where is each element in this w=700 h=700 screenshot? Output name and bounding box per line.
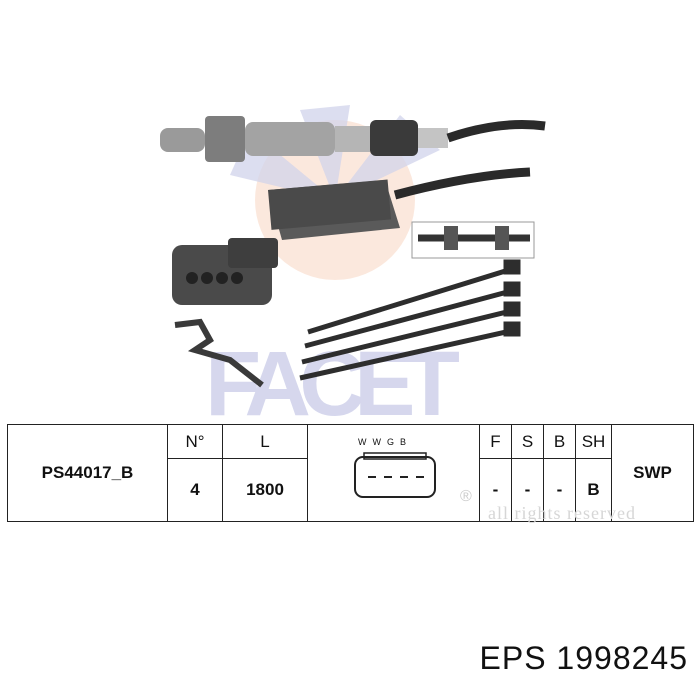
spec-table: PS44017_B N° L WWGB F S B SH SWP 4 1800 … bbox=[7, 424, 694, 522]
connector-pins-label: WWGB bbox=[358, 437, 412, 447]
value-b: - bbox=[543, 458, 576, 522]
footer-label: EPS 1998245 bbox=[480, 640, 689, 677]
footer-number: 1998245 bbox=[556, 640, 688, 676]
registered-mark: ® bbox=[460, 488, 472, 505]
female-connector bbox=[172, 238, 278, 305]
value-sh: B bbox=[575, 458, 612, 522]
rights-watermark: all rights reserved bbox=[488, 503, 636, 523]
header-sh: SH bbox=[575, 424, 612, 459]
logo-text: FACET bbox=[205, 333, 460, 420]
cable-ties bbox=[299, 259, 521, 381]
value-l: 1800 bbox=[222, 458, 308, 522]
male-connector bbox=[268, 179, 400, 240]
product-image: FACET bbox=[160, 105, 546, 420]
connector-icon bbox=[354, 452, 436, 498]
part-number: PS44017_B bbox=[7, 424, 168, 522]
header-n: N° bbox=[167, 424, 223, 459]
connector-diagram: WWGB bbox=[307, 424, 480, 522]
value-n: 4 bbox=[167, 458, 223, 522]
header-f: F bbox=[479, 424, 512, 459]
value-f: - bbox=[479, 458, 512, 522]
cable-clip-inset bbox=[411, 221, 535, 259]
mounting-bracket bbox=[174, 318, 264, 388]
header-s: S bbox=[511, 424, 544, 459]
sensor-type: SWP bbox=[611, 424, 694, 522]
lambda-sensor bbox=[160, 116, 546, 162]
header-b: B bbox=[543, 424, 576, 459]
sensor-cable bbox=[393, 167, 531, 200]
footer-brand: EPS bbox=[479, 640, 547, 676]
header-l: L bbox=[222, 424, 308, 459]
